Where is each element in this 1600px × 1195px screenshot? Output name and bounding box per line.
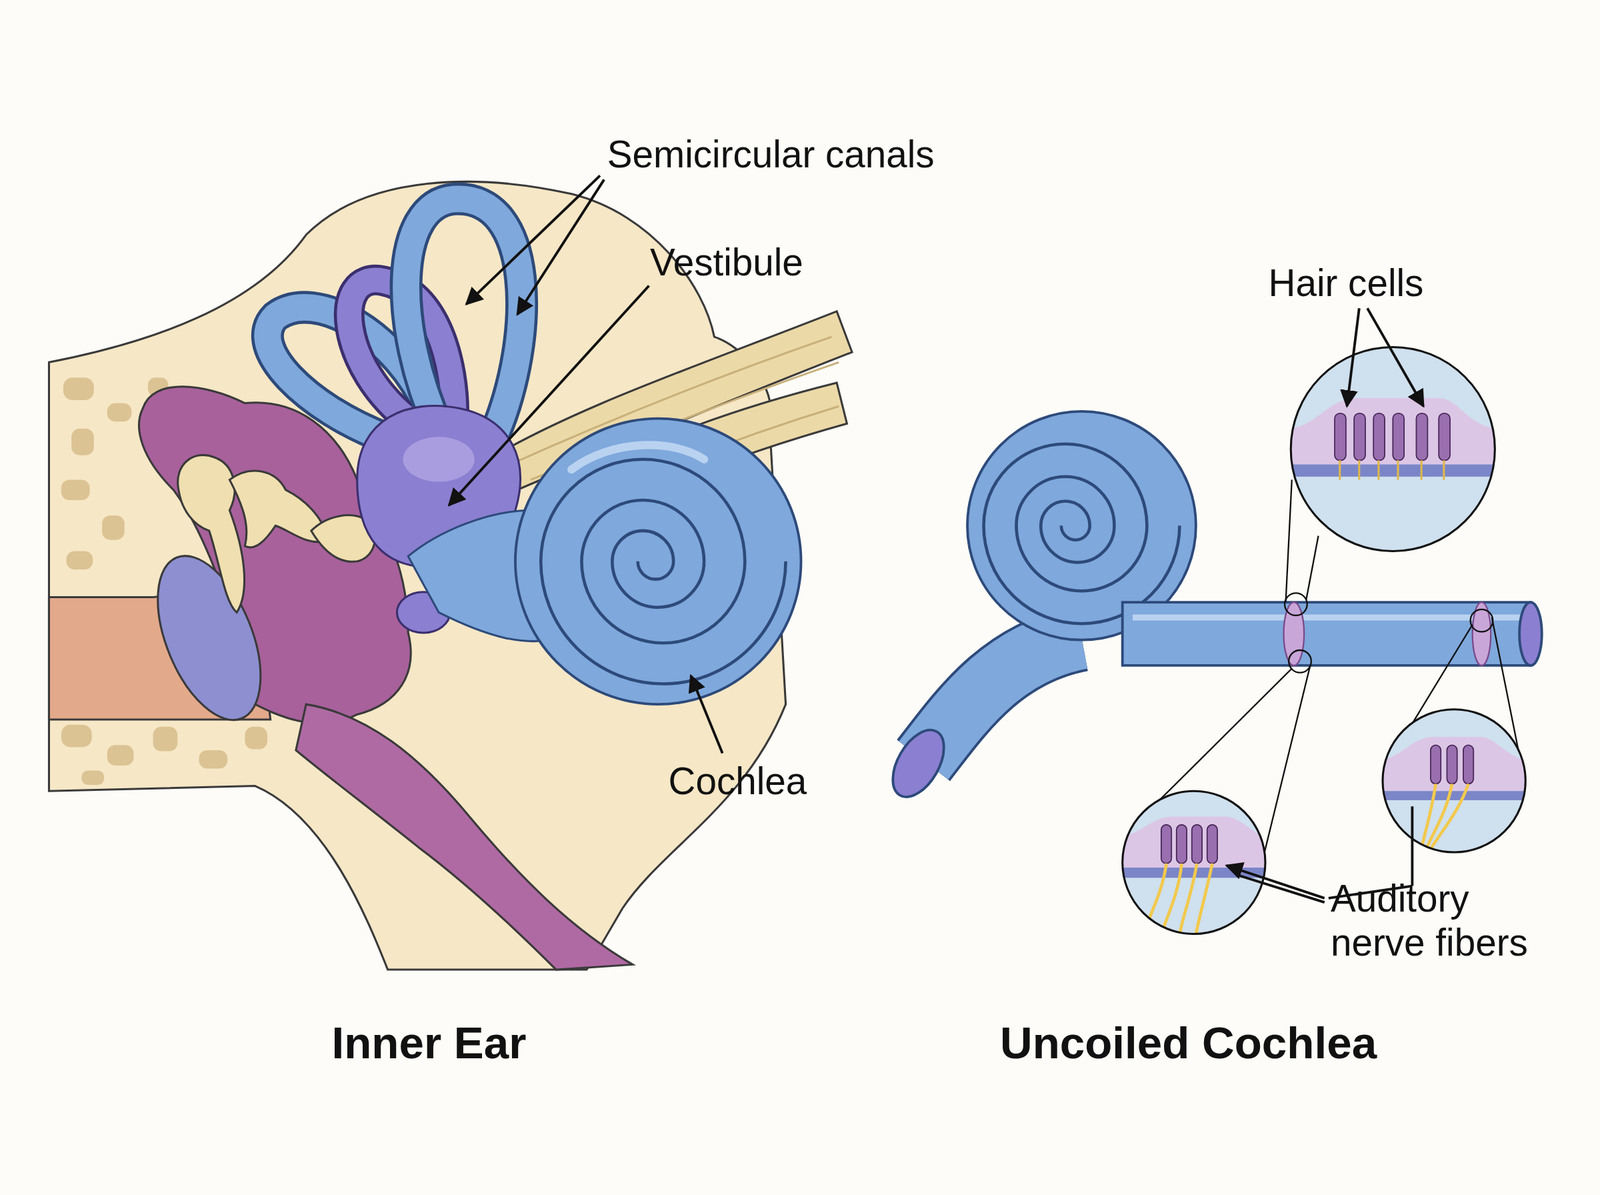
bone-pore xyxy=(61,724,92,748)
tube-highlight xyxy=(1132,614,1521,620)
basilar-membrane xyxy=(1382,790,1526,800)
part-label: Auditory nerve fibers xyxy=(1330,876,1566,965)
zoom-ring xyxy=(1284,592,1308,616)
anterior-canal xyxy=(406,198,522,434)
tube-outline xyxy=(923,638,1082,761)
leader-arrow xyxy=(690,675,722,753)
bone-pore xyxy=(107,744,134,766)
bone-pore xyxy=(66,551,93,570)
bone-pore xyxy=(102,515,125,540)
nerve-fiber xyxy=(1142,863,1212,934)
bone-pore xyxy=(63,377,94,400)
hair-cell xyxy=(1392,413,1404,460)
part-label: Hair cells xyxy=(1268,261,1424,307)
inset-border xyxy=(1122,790,1266,934)
bone-pore xyxy=(244,726,268,750)
bone-pore xyxy=(81,770,104,785)
hair-cell xyxy=(1463,744,1474,784)
semicircular-canal-group xyxy=(267,198,522,439)
bone-pore xyxy=(153,726,178,752)
coil-spiral xyxy=(984,444,1180,624)
tympanic-membrane xyxy=(136,541,282,734)
leader-arrow xyxy=(448,286,649,506)
cochlea-highlight xyxy=(571,444,704,470)
hair-cell xyxy=(1430,744,1441,784)
incus xyxy=(229,470,326,548)
part-label: Cochlea xyxy=(668,759,808,805)
zoom-line xyxy=(1286,479,1292,602)
hair-cell xyxy=(1176,824,1187,864)
nerve-fiber xyxy=(1420,784,1469,853)
cochlea-tube xyxy=(923,638,1082,761)
panel-title: Uncoiled Cochlea xyxy=(1000,1016,1377,1070)
hair-cell xyxy=(1438,413,1450,460)
bone-pore xyxy=(198,750,228,769)
organ-of-corti xyxy=(1286,398,1500,464)
inset-bg xyxy=(1122,790,1266,934)
hair-cell xyxy=(1354,413,1366,460)
part-label: Semicircular canals xyxy=(607,132,935,178)
organ-of-corti xyxy=(1382,736,1526,791)
hair-cell xyxy=(1161,824,1172,864)
hair-cell-row xyxy=(1161,824,1218,864)
leader-line xyxy=(1240,875,1325,902)
hair-cell-row xyxy=(1430,744,1474,784)
zoom-ring xyxy=(1470,609,1494,632)
organ-of-corti xyxy=(1122,816,1266,868)
zoom-line xyxy=(1306,536,1318,600)
hair-cell xyxy=(1207,824,1218,864)
hair-cell xyxy=(1416,413,1428,460)
leader-arrow xyxy=(517,179,604,314)
panel-title: Inner Ear xyxy=(331,1016,526,1070)
tube-opening xyxy=(882,721,954,806)
cochlea-body xyxy=(515,418,802,705)
uncoiled-tube xyxy=(1122,602,1531,666)
part-label: Vestibule xyxy=(650,240,804,286)
basilar-membrane xyxy=(1286,464,1500,476)
inset-border xyxy=(1290,346,1495,551)
nerve-inset xyxy=(1382,709,1526,852)
hair-cell xyxy=(1192,824,1202,864)
leader-arrow xyxy=(1346,308,1359,406)
bone-pore xyxy=(107,403,132,422)
inset-bg xyxy=(1382,709,1526,852)
eustachian-tube xyxy=(296,704,633,970)
leader-arrow xyxy=(466,175,600,304)
hair-cell xyxy=(1373,413,1385,460)
nerve-inset xyxy=(1122,790,1266,934)
inset-bg xyxy=(1286,342,1500,556)
leader-arrow xyxy=(1226,865,1325,898)
inset-border xyxy=(1382,709,1526,852)
zoom-line xyxy=(1263,665,1310,858)
canal-outline xyxy=(406,198,522,434)
nerve-fiber xyxy=(1340,460,1444,480)
hair-cell xyxy=(1334,413,1346,460)
bone-pore xyxy=(71,428,94,456)
hair-cell-row xyxy=(1334,413,1450,460)
hair-cell xyxy=(1446,744,1457,784)
hair-cell-inset xyxy=(1286,342,1500,556)
leader-arrow xyxy=(1367,308,1424,406)
cochlea-spiral xyxy=(540,459,786,684)
leader-arrows xyxy=(1226,308,1424,902)
tube-end xyxy=(1519,602,1542,666)
vestibule-highlight xyxy=(403,436,475,482)
bone-pore xyxy=(61,479,90,500)
